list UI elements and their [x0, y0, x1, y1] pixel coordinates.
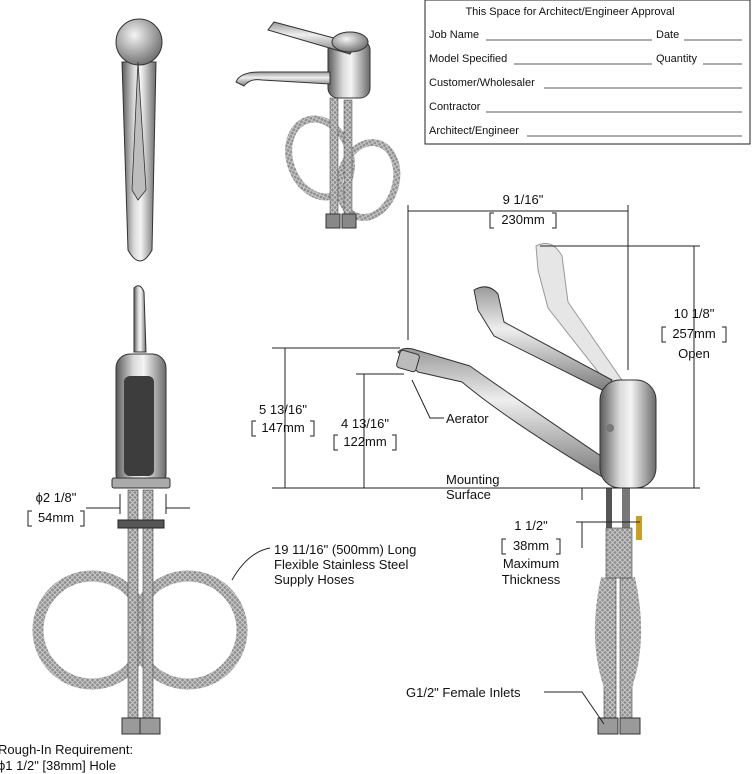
quantity-label: Quantity [656, 53, 697, 65]
isometric-view-faucet [235, 21, 401, 229]
architect-label: Architect/Engineer [429, 125, 519, 137]
side-view-faucet [396, 243, 657, 735]
reach-mm: 230mm [501, 212, 544, 227]
approval-box: This Space for Architect/Engineer Approv… [424, 0, 751, 145]
open-mm: 257mm [672, 326, 715, 341]
aerator-height-inches: 4 13/16" [341, 416, 389, 431]
dimension-labels: 9 1/16" 230mm 10 1/8" 257mm Open 5 13/16… [0, 192, 716, 773]
customer-label: Customer/Wholesaler [429, 77, 535, 89]
hoses-note-1: 19 11/16" (500mm) Long [274, 542, 416, 557]
mounting-surface-line2: Surface [446, 487, 491, 502]
aerator-height-mm: 122mm [343, 434, 386, 449]
front-view-faucet [32, 285, 248, 735]
height-mm: 147mm [261, 420, 304, 435]
thickness-inches: 1 1/2" [514, 518, 548, 533]
thickness-label-2: Thickness [502, 572, 561, 587]
hoses-note-3: Supply Hoses [274, 572, 355, 587]
date-label: Date [656, 29, 679, 41]
rough-in-line-1: Rough-In Requirement: [0, 742, 133, 757]
mounting-surface-line1: Mounting [446, 472, 499, 487]
contractor-label: Contractor [429, 101, 481, 113]
aerator-label: Aerator [446, 411, 489, 426]
job-name-label: Job Name [429, 29, 479, 41]
reach-inches: 9 1/16" [503, 192, 544, 207]
thickness-mm: 38mm [513, 538, 549, 553]
hoses-note-2: Flexible Stainless Steel [274, 557, 409, 572]
approval-title: This Space for Architect/Engineer Approv… [465, 6, 674, 18]
mm-brackets [27, 212, 727, 555]
open-inches: 10 1/8" [674, 306, 715, 321]
diameter-inches: ϕ2 1/8" [36, 490, 77, 505]
rough-in-line-2: ϕ1 1/2" [38mm] Hole [0, 758, 116, 773]
dimension-lines [86, 205, 700, 725]
diameter-mm: 54mm [38, 510, 74, 525]
thickness-label-1: Maximum [503, 556, 559, 571]
top-view-faucet [115, 18, 163, 262]
height-inches: 5 13/16" [259, 402, 307, 417]
inlets-note: G1/2" Female Inlets [406, 685, 521, 700]
model-specified-label: Model Specified [429, 53, 507, 65]
open-label: Open [678, 346, 710, 361]
